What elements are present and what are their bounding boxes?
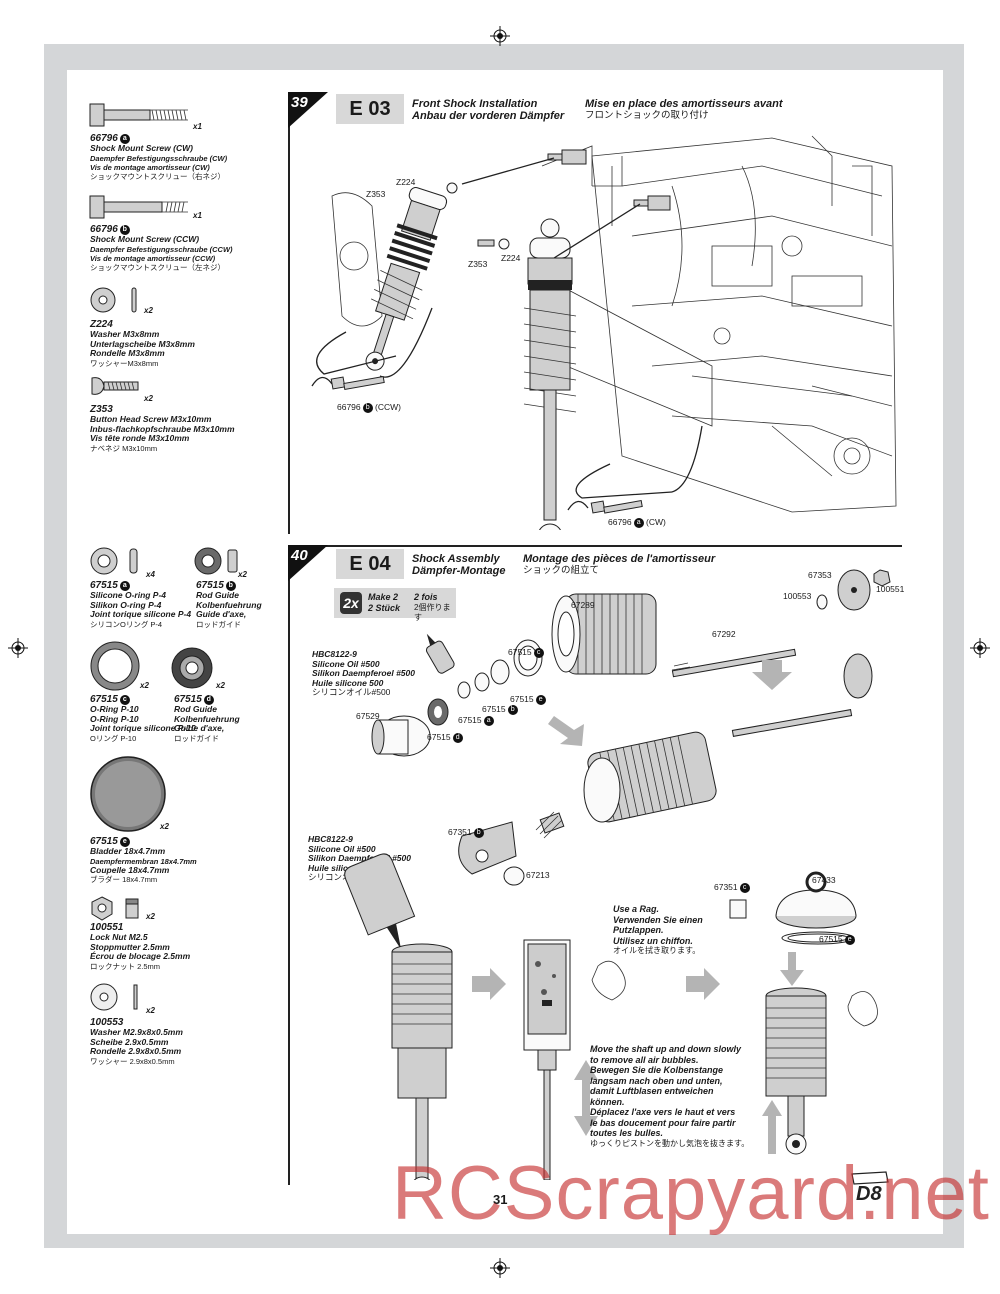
make-2-badge: 2x Make 2 2 fois 2 Stück 2個作ります bbox=[334, 588, 456, 622]
step40-top-rule bbox=[288, 545, 902, 547]
qty-z353: x2 bbox=[144, 394, 153, 403]
part-z353: Z353 Button Head Screw M3x10mm Inbus-fla… bbox=[90, 404, 235, 453]
qty-67515d: x2 bbox=[216, 681, 225, 690]
part-100553: 100553 Washer M2.9x8x0.5mm Scheibe 2.9x0… bbox=[90, 1017, 183, 1066]
step40-number-tab bbox=[288, 545, 328, 581]
step40-code: E 04 bbox=[336, 549, 404, 579]
page-number: 31 bbox=[493, 1192, 508, 1207]
registration-mark-bottom bbox=[490, 1258, 510, 1278]
qty-66796a: x1 bbox=[193, 122, 202, 131]
washer-z224-icon bbox=[90, 287, 137, 313]
front-shock-installation-diagram bbox=[311, 135, 897, 530]
watermark: RCScrapyard.net bbox=[392, 1151, 990, 1236]
callout-100551: 100551 bbox=[876, 584, 905, 594]
rod-guide-d-icon bbox=[171, 647, 213, 689]
callout-z353-a: Z353 bbox=[366, 189, 386, 199]
logo-text: D8 bbox=[856, 1183, 882, 1202]
callout-67433: 67433 bbox=[812, 875, 836, 885]
step39-number-tab bbox=[288, 92, 328, 128]
qty-100553: x2 bbox=[146, 1006, 155, 1015]
shock-mount-screw-cw-icon bbox=[89, 103, 188, 127]
step40-divider bbox=[288, 545, 290, 1185]
o-ring-p4-icon bbox=[90, 547, 138, 575]
washer-100553-icon bbox=[90, 983, 138, 1011]
bladder-icon bbox=[90, 756, 166, 832]
registration-mark-right bbox=[970, 638, 990, 658]
callout-67529: 67529 bbox=[356, 711, 380, 721]
rod-guide-b-icon bbox=[194, 547, 238, 575]
qty-67515e: x2 bbox=[160, 822, 169, 831]
qty-67515a: x4 bbox=[146, 570, 155, 579]
registration-mark-top bbox=[490, 26, 510, 46]
callout-100553: 100553 bbox=[783, 591, 812, 601]
step39-code: E 03 bbox=[336, 94, 404, 124]
callout-67289: 67289 bbox=[571, 600, 595, 610]
qty-100551: x2 bbox=[146, 912, 155, 921]
qty-z224: x2 bbox=[144, 306, 153, 315]
shock-mount-screw-ccw-icon bbox=[89, 195, 188, 219]
button-head-screw-z353-icon bbox=[91, 377, 139, 395]
step39-divider bbox=[288, 92, 290, 534]
air-bubble-note: Move the shaft up and down slowly to rem… bbox=[590, 1044, 750, 1148]
callout-z224-b: Z224 bbox=[501, 253, 521, 263]
callout-67353: 67353 bbox=[808, 570, 832, 580]
part-100551: 100551 Lock Nut M2.5 Stoppmutter 2.5mm É… bbox=[90, 922, 191, 971]
callout-67292: 67292 bbox=[712, 629, 736, 639]
shock-assembly-diagram bbox=[344, 569, 891, 1180]
oil-label-1: HBC8122-9 Silicone Oil #500 Silikon Daem… bbox=[312, 649, 415, 697]
qty-66796b: x1 bbox=[193, 211, 202, 220]
hpi-d8-logo: D8 bbox=[846, 1168, 894, 1205]
qty-67515b: x2 bbox=[238, 570, 247, 579]
registration-mark-left bbox=[8, 638, 28, 658]
callout-z224-a: Z224 bbox=[396, 177, 416, 187]
rag-note: Use a Rag. Verwenden Sie einen Putzlappe… bbox=[613, 904, 703, 955]
callout-67213: 67213 bbox=[526, 870, 550, 880]
o-ring-p10-icon bbox=[90, 641, 140, 691]
part-z224: Z224 Washer M3x8mm Unterlagscheibe M3x8m… bbox=[90, 319, 195, 368]
callout-z353-b: Z353 bbox=[468, 259, 488, 269]
qty-67515c: x2 bbox=[140, 681, 149, 690]
lock-nut-icon bbox=[91, 896, 139, 921]
